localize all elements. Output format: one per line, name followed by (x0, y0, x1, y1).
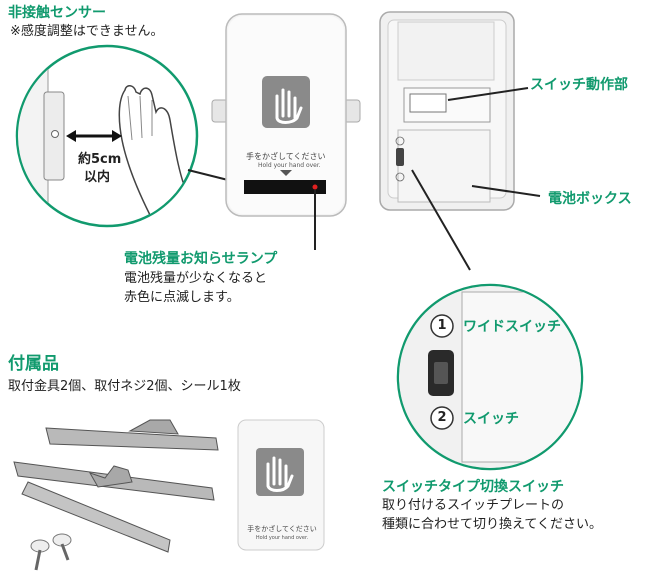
switch-zoom-circle (396, 283, 584, 471)
switch-type-title: スイッチタイプ切換スイッチ (382, 479, 564, 495)
switch-type-desc-1: 取り付けるスイッチプレートの (382, 498, 565, 513)
sensor-title: 非接触センサー (8, 5, 106, 21)
distance-label: 約5cm (78, 152, 122, 167)
sticker (237, 419, 325, 551)
switch-option-standard: スイッチ (463, 411, 519, 427)
switch-type-desc-2: 種類に合わせて切り換えてください。 (382, 517, 602, 532)
sensor-zoom-circle (15, 44, 253, 228)
sticker-instruction-en: Hold your hand over. (255, 535, 309, 541)
mounting-brackets (13, 419, 219, 553)
switch-num-1: 1 (437, 318, 447, 333)
device-instruction: 手をかざしてください (246, 152, 326, 161)
callout-switch-action: スイッチ動作部 (530, 77, 628, 93)
accessories-title: 付属品 (8, 354, 59, 374)
battery-lamp-title: 電池残量お知らせランプ (124, 251, 278, 267)
device-instruction-en: Hold your hand over. (258, 162, 321, 169)
hand-icon (118, 85, 191, 225)
callout-battery-box: 電池ボックス (548, 191, 632, 207)
accessories-desc: 取付金具2個、取付ネジ2個、シール1枚 (8, 379, 241, 394)
sensor-device-front (211, 13, 361, 250)
battery-lamp-desc-1: 電池残量が少なくなると (124, 271, 268, 286)
battery-lamp-desc-2: 赤色に点滅します。 (124, 290, 240, 305)
sensor-note: ※感度調整はできません。 (10, 24, 164, 39)
sticker-instruction: 手をかざしてください (247, 525, 317, 533)
sensor-device-back (379, 11, 541, 271)
switch-option-wide: ワイドスイッチ (463, 319, 561, 335)
distance-sub-label: 以内 (84, 170, 111, 185)
switch-num-2: 2 (437, 410, 447, 425)
mounting-screws (30, 533, 72, 571)
